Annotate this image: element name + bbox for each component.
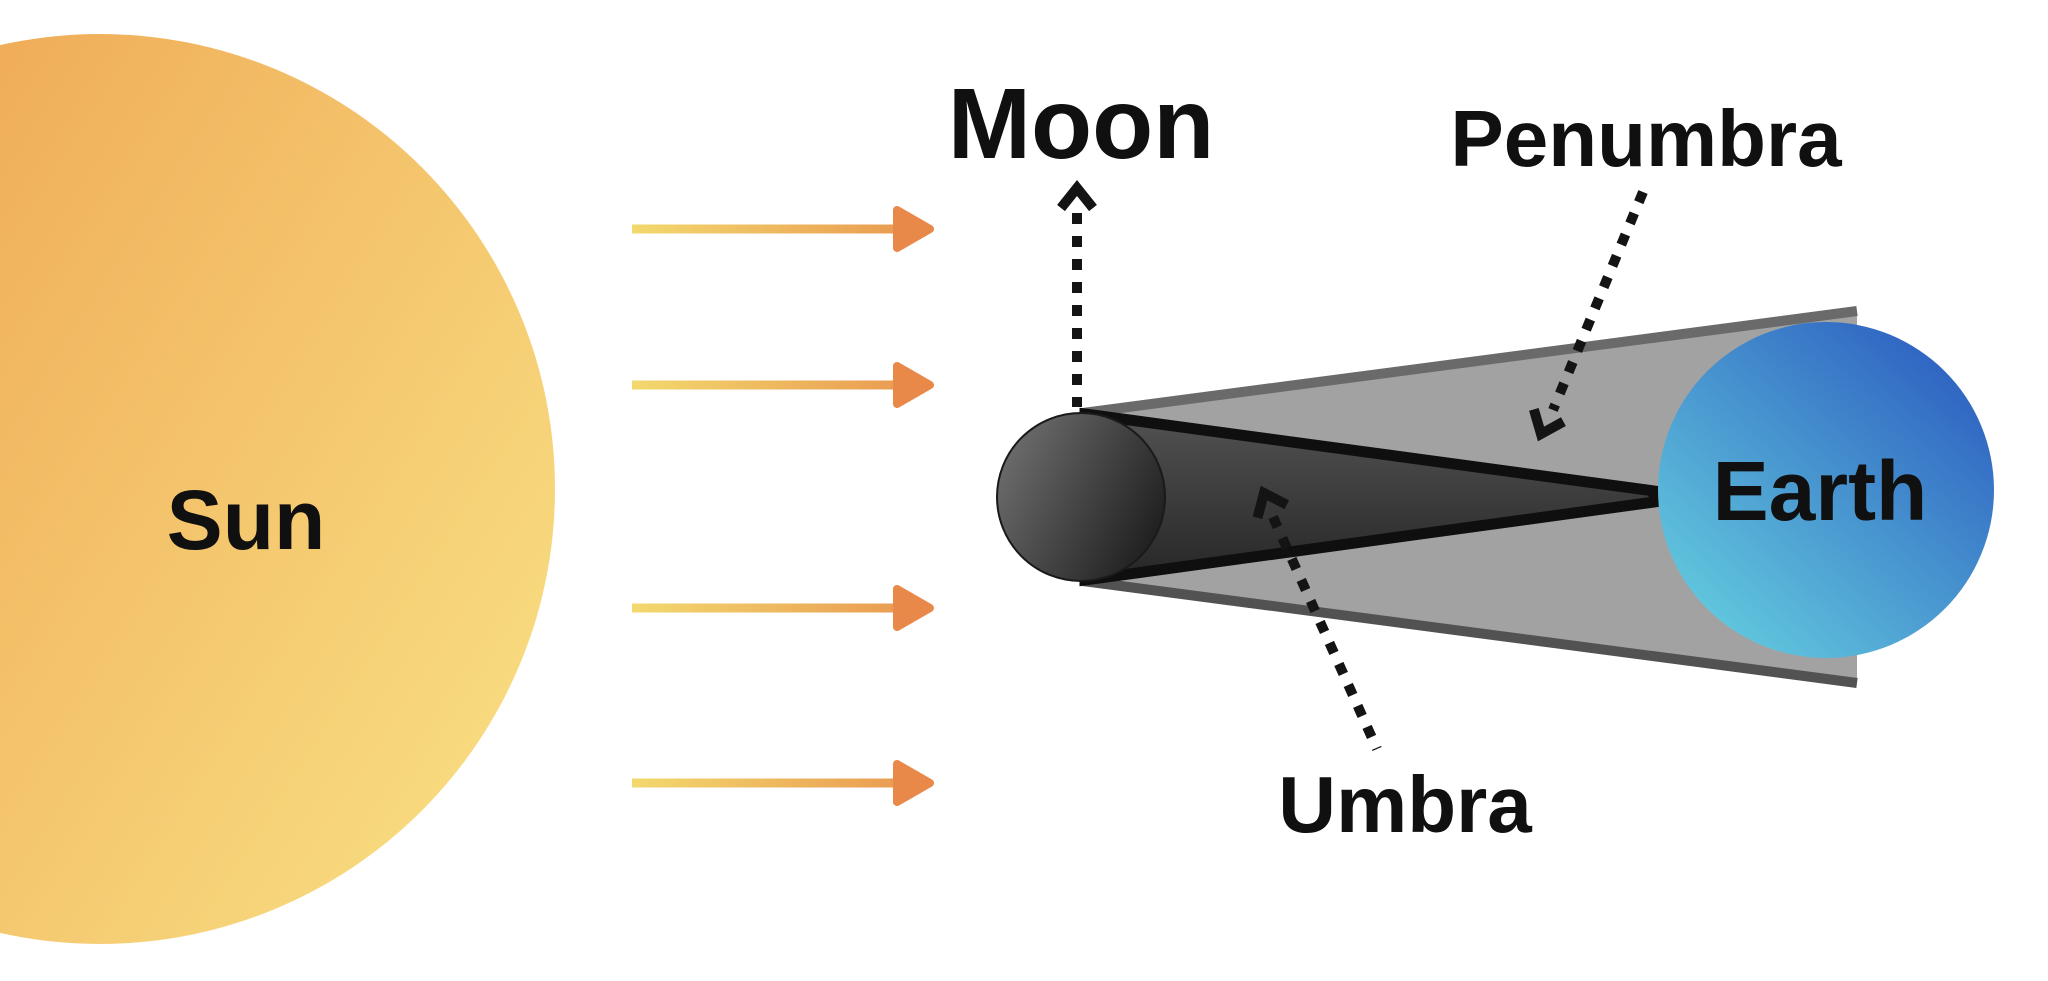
sun-label: Sun — [167, 473, 326, 567]
umbra-label: Umbra — [1278, 760, 1532, 849]
light-rays — [632, 206, 934, 806]
earth-label: Earth — [1713, 444, 1928, 538]
arrow-up-icon — [1057, 179, 1097, 212]
arrow-right-icon — [893, 585, 934, 631]
umbra-callout: Umbra — [1252, 485, 1532, 849]
arrow-right-icon — [893, 206, 934, 252]
penumbra-bottom-edge — [1082, 576, 1858, 688]
penumbra-top-edge — [1082, 306, 1858, 418]
light-ray — [632, 760, 934, 806]
arrow-down-left-icon — [1529, 408, 1566, 442]
moon-label: Moon — [948, 68, 1215, 180]
earth-circle — [1658, 322, 1994, 658]
light-ray — [632, 585, 934, 631]
umbra-pointer-dotted-line — [1268, 514, 1382, 752]
penumbra-pointer-dotted-line — [1548, 190, 1648, 412]
arrow-right-icon — [893, 760, 934, 806]
arrow-right-icon — [893, 362, 934, 408]
moon-callout: Moon — [948, 68, 1215, 407]
arrow-up-left-icon — [1252, 485, 1290, 520]
penumbra-label: Penumbra — [1450, 94, 1842, 183]
sun-circle — [0, 34, 555, 944]
light-ray — [632, 362, 934, 408]
light-ray — [632, 206, 934, 252]
moon-circle — [996, 412, 1166, 582]
penumbra-callout: Penumbra — [1450, 94, 1842, 442]
